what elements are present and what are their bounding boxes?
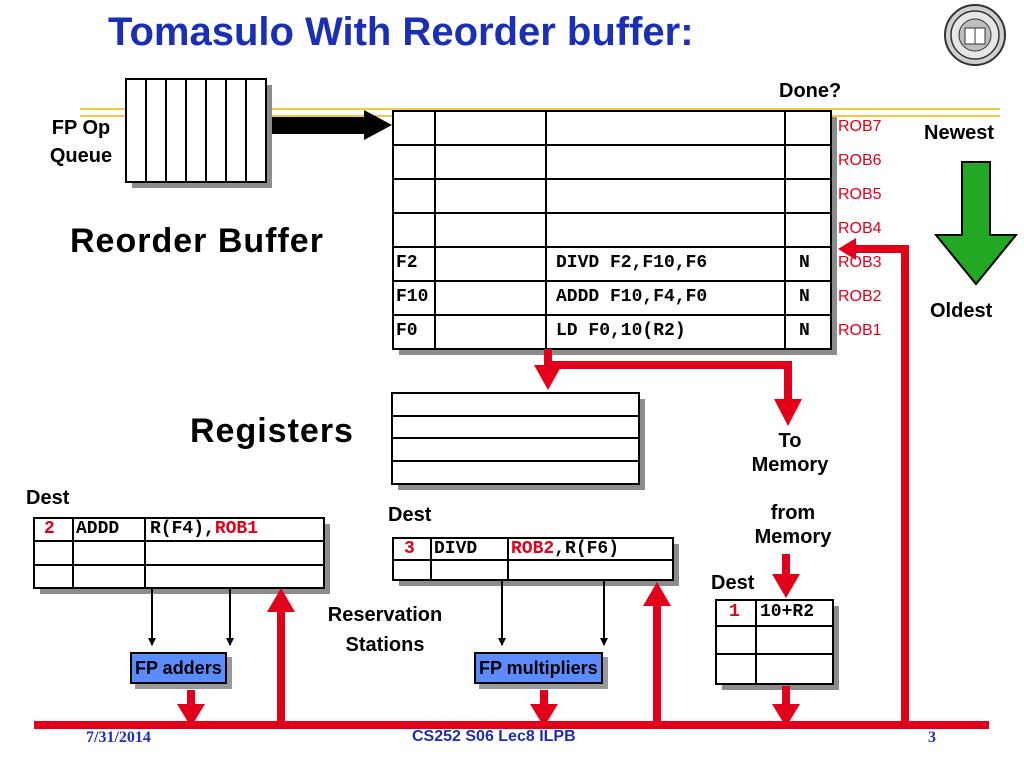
rob-entry-instr: LD F0,10(R2) <box>556 321 686 341</box>
newest-label: Newest <box>924 122 995 144</box>
rob-entry-dest: F10 <box>396 287 429 307</box>
rob-entry-dest: F0 <box>396 321 418 341</box>
mult-rs-args: ROB2,R(F6) <box>511 539 619 559</box>
to-memory-line2: Memory <box>751 454 829 476</box>
from-memory-label: from Memory <box>738 501 848 549</box>
reorder-buffer-label: Reorder Buffer <box>70 222 324 260</box>
registers-label: Registers <box>190 412 354 450</box>
page-title: Tomasulo With Reorder buffer: <box>108 10 694 54</box>
fp-op-queue-label-line2: Queue <box>49 145 113 167</box>
rob-entry-tag: ROB2 <box>838 288 882 305</box>
rob-entry-done: N <box>799 321 810 341</box>
registers-table <box>391 392 645 490</box>
rob-entry-done: N <box>799 287 810 307</box>
queue-to-rob-arrow-shaft <box>272 117 366 134</box>
adder-rs-args: R(F4),ROB1 <box>150 519 258 539</box>
adder-rs-op: ADDD <box>76 519 120 539</box>
rob-entry-tag: ROB7 <box>838 118 882 135</box>
reservation-stations-label: Reservation Stations <box>302 600 468 660</box>
queue-to-rob-arrow-head <box>364 110 392 140</box>
fp-op-queue-box <box>125 78 272 188</box>
newest-to-oldest-arrow <box>933 161 1019 286</box>
mult-rs-num: 3 <box>404 539 415 559</box>
rob-entry-dest: F2 <box>396 253 418 273</box>
footer-course: CS252 S06 Lec8 ILPB <box>412 728 576 745</box>
oldest-label: Oldest <box>930 300 993 322</box>
load-buffer-addr: 10+R2 <box>760 602 815 622</box>
footer-date: 7/31/2014 <box>86 729 151 746</box>
footer-page-number: 3 <box>928 729 936 746</box>
rob-entry-tag: ROB6 <box>838 152 882 169</box>
to-memory-label: To Memory <box>738 429 842 477</box>
fp-multipliers-unit: FP multipliers <box>474 652 603 684</box>
fp-adders-unit: FP adders <box>130 652 227 684</box>
rob-entry-done: N <box>799 253 810 273</box>
reservation-stations-line1: Reservation <box>327 604 443 626</box>
rob-entry-tag: ROB3 <box>838 254 882 271</box>
adder-rs-table <box>33 517 330 594</box>
reservation-stations-line2: Stations <box>345 634 425 656</box>
from-memory-line1: from <box>770 502 816 524</box>
rob-entry-tag: ROB4 <box>838 220 882 237</box>
from-memory-line2: Memory <box>754 526 832 548</box>
rob-entry-instr: ADDD F10,F4,F0 <box>556 287 708 307</box>
university-seal-logo <box>944 4 1006 66</box>
mult-rs-arg1: ROB2 <box>511 539 555 559</box>
fp-op-queue-label-line1: FP Op <box>51 117 111 139</box>
mult-rs-dest-label: Dest <box>388 504 432 526</box>
adder-rs-dest-label: Dest <box>26 487 70 509</box>
adder-rs-arg2: ROB1 <box>214 519 259 539</box>
mult-rs-table <box>392 537 679 586</box>
mult-rs-op: DIVD <box>434 539 478 559</box>
rob-entry-instr: DIVD F2,F10,F6 <box>556 253 708 273</box>
load-buffer-table <box>715 599 839 690</box>
rob-entry-tag: ROB5 <box>838 186 882 203</box>
fp-op-queue-label: FP Op Queue <box>36 114 126 170</box>
to-memory-line1: To <box>778 430 802 452</box>
load-buffer-dest-label: Dest <box>711 572 755 594</box>
mult-rs-arg2: ,R(F6) <box>554 539 620 559</box>
done-header: Done? <box>779 80 842 102</box>
load-buffer-num: 1 <box>729 602 740 622</box>
adder-rs-arg1: R(F4), <box>150 519 215 539</box>
rob-entry-tag: ROB1 <box>838 322 882 339</box>
adder-rs-num: 2 <box>44 519 55 539</box>
reorder-buffer-table <box>392 110 837 355</box>
common-data-bus <box>34 238 989 729</box>
